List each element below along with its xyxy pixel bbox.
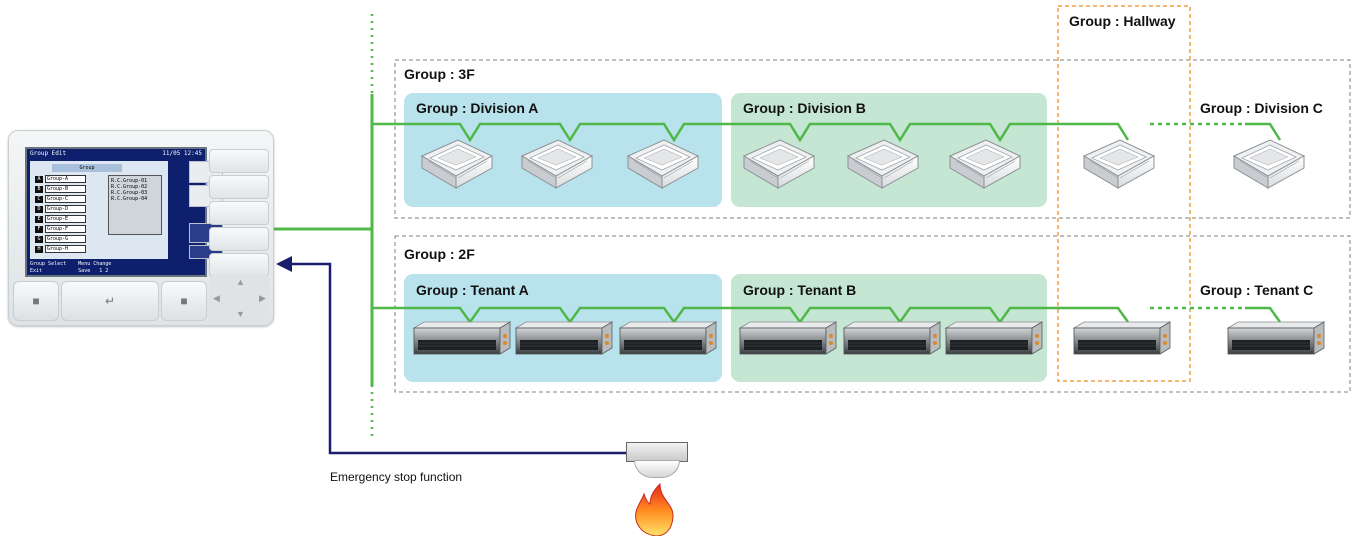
arrow-head-icon xyxy=(276,256,292,272)
screen-footer: Group Select Menu Change Exit Save 1 2 xyxy=(27,261,205,275)
list-item: R.C.Group-03 xyxy=(111,190,148,196)
emergency-stop-label: Emergency stop function xyxy=(330,470,463,484)
group-row-key: H xyxy=(35,246,43,253)
list-item: R.C.Group-01 xyxy=(111,178,148,184)
group-tenant-c-label: Group : Tenant C xyxy=(1200,282,1314,298)
duct-unit-icon xyxy=(945,321,1043,355)
detector-dome xyxy=(634,460,680,478)
group-row-value: Group-F xyxy=(45,225,86,233)
panel-header: Group xyxy=(52,164,122,172)
rc-group-list: R.C.Group-01 R.C.Group-02 R.C.Group-03 R… xyxy=(108,175,162,235)
group-hallway-box xyxy=(1057,5,1191,382)
duct-unit-icon xyxy=(843,321,941,355)
group-hallway-label: Group : Hallway xyxy=(1069,13,1176,29)
footer-exit: Exit xyxy=(30,268,43,274)
side-button[interactable] xyxy=(209,253,269,277)
group-row-value: Group-A xyxy=(45,175,86,183)
emergency-signal-line xyxy=(290,262,626,455)
footer-menu-change: Menu Change xyxy=(78,261,112,267)
group-row-value: Group-G xyxy=(45,235,86,243)
screen-datetime: 11/05 12:45 xyxy=(162,150,202,157)
group-division-a-label: Group : Division A xyxy=(416,100,539,116)
ceiling-cassette-icon xyxy=(1233,139,1305,189)
smoke-detector-icon xyxy=(626,442,688,488)
group-3f-box xyxy=(394,59,1351,219)
group-row-key: E xyxy=(35,216,43,223)
bus-2f-end xyxy=(1245,306,1282,323)
bus-3f xyxy=(372,122,1130,143)
group-tenant-b-label: Group : Tenant B xyxy=(743,282,857,298)
group-row-key: B xyxy=(35,186,43,193)
group-division-c-label: Group : Division C xyxy=(1200,100,1323,116)
duct-unit-icon xyxy=(619,321,717,355)
direction-pad[interactable]: ▲ ▼ ◀ ▶ xyxy=(209,275,269,321)
side-button[interactable] xyxy=(209,175,269,199)
screen-title: Group Edit xyxy=(30,150,67,157)
side-button[interactable] xyxy=(209,149,269,173)
side-button[interactable] xyxy=(209,201,269,225)
footer-group-select: Group Select xyxy=(30,261,67,267)
screen-titlebar: Group Edit 11/05 12:45 xyxy=(27,149,205,159)
group-tenant-a-label: Group : Tenant A xyxy=(416,282,529,298)
duct-unit-icon xyxy=(1227,321,1325,355)
list-item: R.C.Group-02 xyxy=(111,184,148,190)
enter-button[interactable]: ↵ xyxy=(61,281,159,321)
footer-pages: 1 2 xyxy=(99,268,109,274)
duct-unit-icon xyxy=(739,321,837,355)
side-button[interactable] xyxy=(209,227,269,251)
menu-button[interactable]: ■ xyxy=(13,281,59,321)
duct-unit-icon xyxy=(413,321,511,355)
list-item: R.C.Group-04 xyxy=(111,196,148,202)
group-row-value: Group-B xyxy=(45,185,86,193)
group-row-value: Group-E xyxy=(45,215,86,223)
group-row-value: Group-H xyxy=(45,245,86,253)
group-row-key: G xyxy=(35,236,43,243)
group-2f-label: Group : 2F xyxy=(404,246,475,262)
ceiling-cassette-icon xyxy=(1083,139,1155,189)
stop-button[interactable]: ■ xyxy=(161,281,207,321)
duct-unit-icon xyxy=(1073,321,1171,355)
group-row-key: F xyxy=(35,226,43,233)
duct-unit-icon xyxy=(515,321,613,355)
group-division-b-label: Group : Division B xyxy=(743,100,866,116)
group-row-key: C xyxy=(35,196,43,203)
group-row-value: Group-D xyxy=(45,205,86,213)
bus-2f xyxy=(372,306,1130,325)
group-row-value: Group-C xyxy=(45,195,86,203)
footer-save: Save xyxy=(78,268,91,274)
bus-3f-end xyxy=(1245,122,1282,141)
flame-icon xyxy=(635,482,674,536)
group-3f-label: Group : 3F xyxy=(404,66,475,82)
detector-base xyxy=(626,442,688,462)
group-2f-box xyxy=(394,235,1351,393)
group-row-key: A xyxy=(35,176,43,183)
group-row-key: D xyxy=(35,206,43,213)
